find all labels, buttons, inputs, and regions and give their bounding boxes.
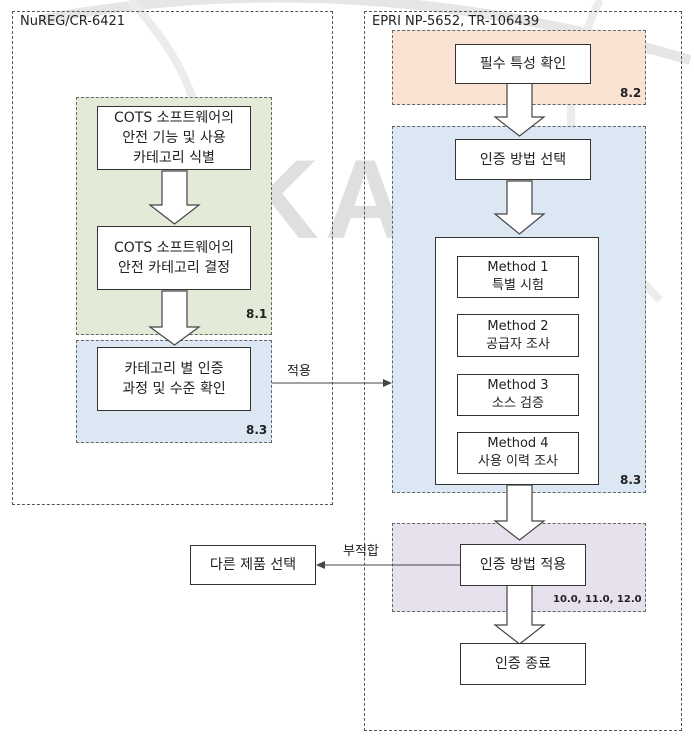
section-8-3-left-label: 8.3 [246,423,268,437]
method-1-box: Method 1 특별 시험 [457,256,579,298]
method-4-desc: 사용 이력 조사 [477,454,559,469]
right-panel-title: EPRI NP-5652, TR-106439 [372,14,540,29]
method-2-desc: 공급자 조사 [486,336,550,352]
certification-end-box: 인증 종료 [460,643,586,685]
identify-safety-function-box: COTS 소프트웨어의 안전 기능 및 사용 카테고리 식별 [97,106,251,170]
apply-arrowhead [383,379,392,387]
method-1-desc: 특별 시험 [492,278,544,293]
method-1-name: Method 1 [487,260,549,275]
unsuitable-arrowhead [316,561,325,569]
arrow-box1-to-box2 [148,170,201,225]
method-3-desc: 소스 검증 [492,396,544,411]
arrow-apply-to-end [493,584,546,645]
select-certification-method-box: 인증 방법 선택 [455,139,591,180]
arrow-box2-to-box3 [148,290,201,346]
determine-safety-category-box: COTS 소프트웨어의 안전 카테고리 결정 [97,226,251,290]
category-certification-box: 카테고리 별 인증 과정 및 수준 확인 [97,347,251,411]
section-8-2-label: 8.2 [620,86,642,100]
essential-characteristics-box: 필수 특성 확인 [455,44,591,84]
right-panel [364,11,682,731]
method-2-name: Method 2 [487,318,549,334]
method-4-box: Method 4 사용 이력 조사 [457,432,579,474]
left-panel [12,11,333,505]
method-3-name: Method 3 [487,378,549,393]
apply-label: 적용 [287,364,311,379]
method-4-name: Method 4 [487,436,549,451]
section-8-1-label: 8.1 [246,307,268,321]
apply-certification-method-box: 인증 방법 적용 [460,544,586,586]
unsuitable-label: 부적합 [343,544,379,559]
section-10-12-label: 10.0, 11.0, 12.0 [553,594,642,605]
arrow-methods-to-apply [493,484,546,541]
left-panel-title: NuREG/CR-6421 [20,14,126,29]
method-3-box: Method 3 소스 검증 [457,374,579,416]
select-other-product-box: 다른 제품 선택 [190,545,316,585]
arrow-select-to-methods [493,180,546,235]
arrow-essential-to-select [493,82,546,137]
method-2-box: Method 2 공급자 조사 [457,314,579,357]
section-8-3-right-label: 8.3 [620,473,642,487]
